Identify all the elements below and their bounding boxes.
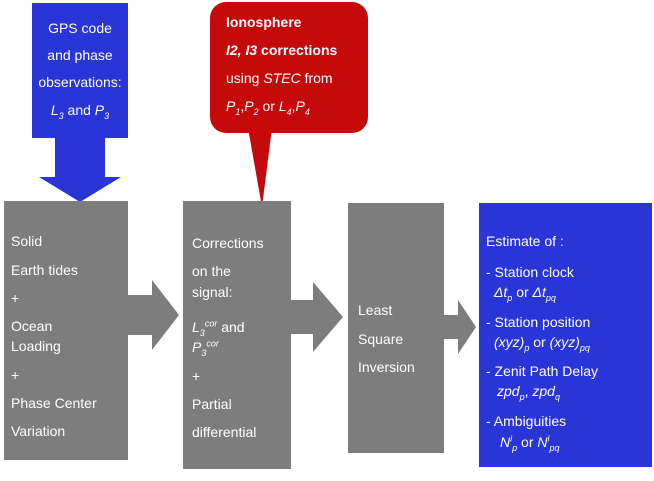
box1-line-8: Variation bbox=[11, 423, 66, 439]
iono-title: Ionosphere bbox=[226, 14, 302, 30]
iono-p2: P bbox=[244, 98, 254, 114]
iono-p2-sub: 2 bbox=[253, 106, 259, 117]
clock-or: or bbox=[516, 284, 529, 300]
box3-line-1: Least bbox=[358, 302, 393, 318]
box2-p3cor-line: P3cor bbox=[192, 338, 219, 358]
box2-line-1: Corrections bbox=[192, 235, 264, 251]
position-label: - Station position bbox=[486, 314, 591, 330]
box1-line-1: Solid bbox=[11, 233, 43, 249]
box2-line-2: on the bbox=[192, 263, 231, 279]
ionosphere-callout bbox=[210, 2, 368, 133]
box1-line-5: Loading bbox=[11, 338, 61, 354]
iono-corrections-word: corrections bbox=[261, 42, 338, 58]
pos-b: (xyz) bbox=[549, 334, 580, 350]
gps-line-3: observations: bbox=[38, 74, 122, 90]
gps-p-sub: 3 bbox=[104, 110, 110, 121]
clock-a-sub: p bbox=[507, 292, 513, 303]
ionosphere-callout-pointer bbox=[248, 128, 272, 207]
arrow-3 bbox=[444, 300, 476, 354]
pos-a: (xyz) bbox=[494, 334, 525, 350]
zpd-a: zpd bbox=[497, 383, 520, 399]
iono-p1-sub: 1 bbox=[235, 106, 241, 117]
estimate-title: Estimate of : bbox=[486, 233, 564, 249]
box2-plus: + bbox=[192, 368, 201, 384]
iono-stec: STEC bbox=[263, 70, 301, 86]
zpd-label: - Zenit Path Delay bbox=[486, 363, 599, 379]
box1-line-3: + bbox=[11, 290, 20, 306]
iono-comma-2: , bbox=[291, 98, 296, 114]
box2-line-7: Partial bbox=[192, 396, 232, 412]
iono-sources-line: P1,P2 or L4,P4 bbox=[226, 98, 310, 117]
zpd-a-sub: p bbox=[519, 391, 525, 402]
zpd-b: zpd bbox=[532, 383, 555, 399]
box2-p-sup: cor bbox=[206, 338, 219, 349]
amb-b-sub: pq bbox=[549, 442, 560, 453]
arrow-1 bbox=[128, 280, 179, 350]
clock-a: Δt bbox=[494, 284, 508, 300]
box2-l-sup: cor bbox=[204, 318, 218, 329]
gps-and: and bbox=[67, 102, 91, 118]
pos-a-sub: p bbox=[524, 342, 530, 353]
amb-a-sub: p bbox=[512, 442, 518, 453]
gray-box-corrections bbox=[183, 201, 291, 469]
amb-a-sup: i bbox=[510, 433, 513, 444]
amb-a: N bbox=[500, 434, 511, 450]
box2-line-8: differential bbox=[192, 424, 257, 440]
box1-line-7: Phase Center bbox=[11, 395, 97, 411]
clock-b-sub: pq bbox=[545, 292, 556, 303]
iono-l4: L bbox=[278, 98, 287, 114]
zpd-b-sub: q bbox=[554, 391, 560, 402]
box2-l-sub: 3 bbox=[199, 327, 205, 338]
box3-line-2: Square bbox=[358, 331, 404, 347]
estimate-box bbox=[479, 203, 652, 467]
iono-l4-sub: 4 bbox=[286, 106, 292, 117]
gps-down-arrow bbox=[39, 138, 121, 202]
amb-b-sup: i bbox=[547, 433, 550, 444]
box2-p-symbol: P bbox=[192, 339, 202, 355]
gps-line-2: and phase bbox=[47, 47, 113, 63]
gray-box-models bbox=[4, 201, 128, 460]
ambiguities-label: - Ambiguities bbox=[486, 413, 567, 429]
amb-or: or bbox=[521, 434, 534, 450]
gps-l-symbol: L bbox=[50, 102, 59, 118]
clock-values: Δtp or Δtpq bbox=[494, 284, 556, 303]
gps-l-sub: 3 bbox=[58, 110, 64, 121]
box1-line-4: Ocean bbox=[11, 318, 53, 334]
iono-p1: P bbox=[226, 98, 236, 114]
box2-l-symbol: L bbox=[192, 319, 200, 335]
iono-comma-1: , bbox=[240, 98, 245, 114]
arrow-2 bbox=[291, 282, 343, 352]
box2-line-3: signal: bbox=[192, 284, 233, 300]
box3-line-3: Inversion bbox=[358, 359, 415, 375]
clock-label: - Station clock bbox=[486, 264, 574, 280]
box1-line-2: Earth tides bbox=[11, 262, 78, 278]
iono-corrections-italic: I2, I3 bbox=[226, 42, 258, 58]
iono-p4: P bbox=[295, 98, 305, 114]
iono-p4-sub: 4 bbox=[304, 106, 310, 117]
iono-using-line: using STEC from bbox=[226, 70, 333, 87]
gps-line-4: L3 and P3 bbox=[32, 102, 128, 121]
position-values: (xyz)p or (xyz)pq bbox=[494, 334, 590, 353]
gps-p-symbol: P bbox=[94, 102, 105, 118]
pos-b-sub: pq bbox=[579, 342, 590, 353]
box2-and: and bbox=[221, 319, 245, 335]
iono-using: using bbox=[226, 70, 260, 86]
box2-l3cor-line: L3cor and bbox=[192, 318, 245, 338]
zpd-values: zpdp, zpdq bbox=[497, 383, 560, 402]
clock-b: Δt bbox=[532, 284, 546, 300]
amb-b: N bbox=[537, 434, 548, 450]
pos-or: or bbox=[533, 334, 546, 350]
gps-line-1: GPS code bbox=[48, 20, 112, 36]
gray-box-least-square bbox=[348, 203, 444, 453]
iono-or: or bbox=[262, 98, 275, 114]
ambiguities-values: Nip or Nipq bbox=[500, 433, 560, 453]
iono-corrections: I2, I3 corrections bbox=[226, 42, 337, 59]
iono-from: from bbox=[304, 70, 333, 86]
gps-box bbox=[32, 3, 128, 138]
box1-line-6: + bbox=[11, 367, 20, 383]
box2-p-sub: 3 bbox=[201, 347, 207, 358]
zpd-comma: , bbox=[524, 383, 529, 399]
